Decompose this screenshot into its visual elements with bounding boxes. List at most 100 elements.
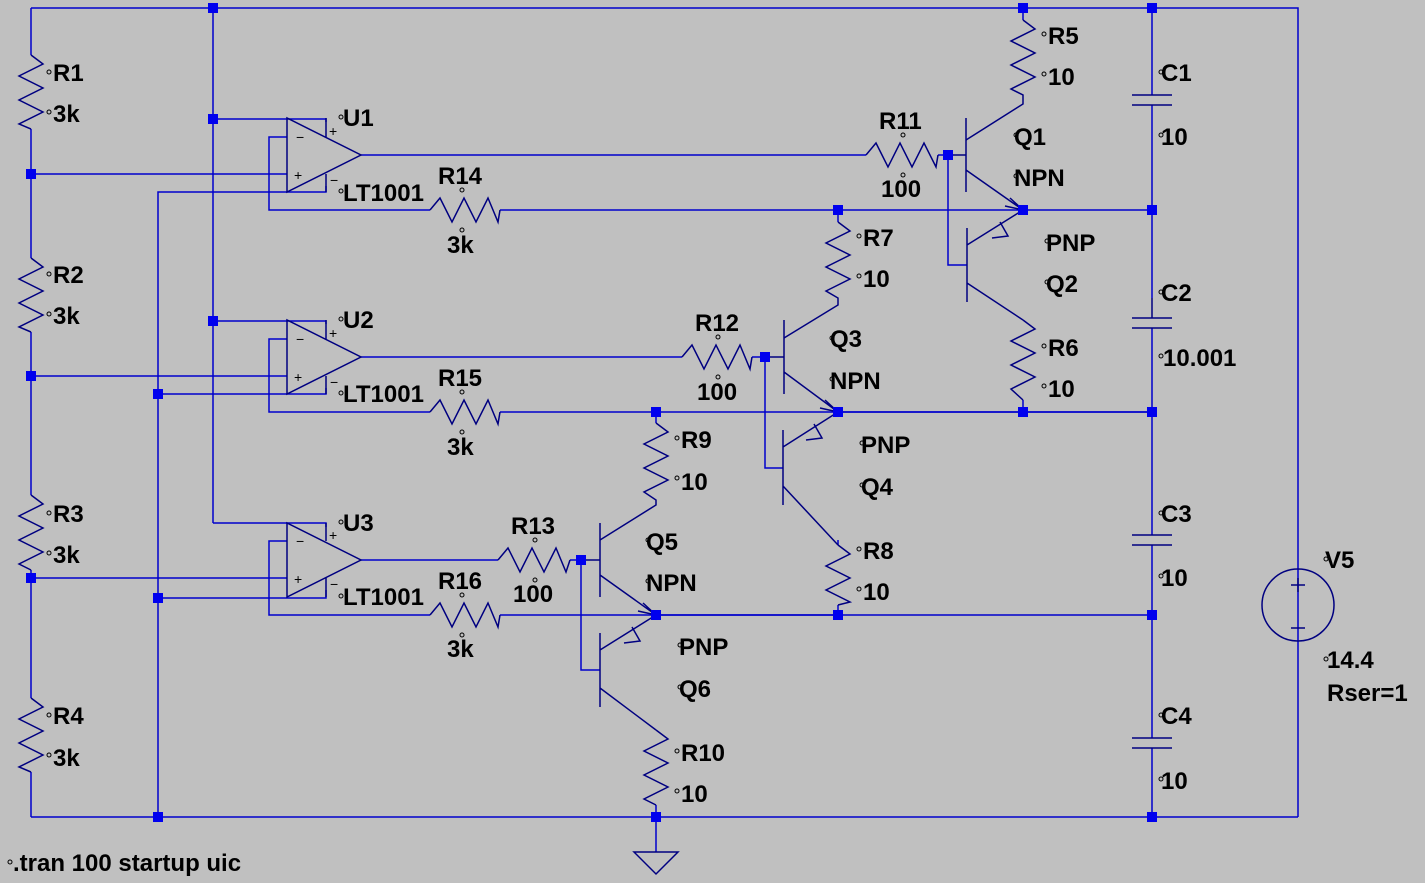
r15-name: R15	[438, 365, 482, 392]
transistor-q1	[948, 118, 1026, 212]
r13-value: 100	[513, 581, 553, 608]
q4-name: Q4	[861, 474, 894, 501]
r13-name: R13	[511, 513, 555, 540]
r1-value: 3k	[53, 101, 80, 128]
opamps: − + + − − + + − − + + −	[286, 116, 363, 599]
q6-type: PNP	[679, 634, 728, 661]
r12-value: 100	[697, 379, 737, 406]
r8-name: R8	[863, 538, 894, 565]
capacitor-c1-body	[1132, 94, 1172, 106]
q3-type: NPN	[830, 368, 881, 395]
r16-name: R16	[438, 568, 482, 595]
resistor-r11-body	[865, 141, 939, 170]
opamp-u1-minus: −	[296, 129, 304, 145]
q5-name: Q5	[646, 529, 678, 556]
resistor-r8-body	[824, 544, 853, 606]
v5-value: 14.4	[1327, 647, 1374, 674]
r11-value: 100	[881, 176, 921, 203]
r4-name: R4	[53, 703, 84, 730]
r11-name: R11	[879, 108, 922, 135]
opamp-u3-vplus: +	[329, 527, 337, 543]
r5-name: R5	[1048, 23, 1079, 50]
resistors	[17, 19, 1037, 806]
r16-value: 3k	[447, 636, 474, 663]
ground-icon	[632, 851, 680, 876]
r9-value: 10	[681, 469, 708, 496]
q2-name: Q2	[1046, 271, 1078, 298]
r2-name: R2	[53, 262, 84, 289]
r12-name: R12	[695, 310, 739, 337]
c4-name: C4	[1161, 703, 1192, 730]
r7-name: R7	[863, 225, 894, 252]
resistor-r5-body	[965, 19, 1037, 141]
opamp-u3-plus: +	[294, 571, 302, 587]
q1-name: Q1	[1014, 124, 1046, 151]
transistor-q5	[581, 523, 659, 617]
resistor-r3-body	[17, 494, 45, 571]
r14-name: R14	[438, 163, 483, 190]
v5-name: V5	[1325, 547, 1354, 574]
u3-model: LT1001	[343, 584, 424, 611]
u1-name: U1	[343, 105, 374, 132]
labels: R1 3k R2 3k R3 3k R4 3k R5 10 R6 10 R7 1…	[13, 23, 1408, 877]
q4-type: PNP	[861, 432, 910, 459]
q6-name: Q6	[679, 676, 711, 703]
resistor-r14-body	[429, 196, 501, 225]
capacitor-c2-body	[1132, 298, 1172, 329]
sim-directive: .tran 100 startup uic	[13, 850, 241, 877]
r8-value: 10	[863, 579, 890, 606]
r6-value: 10	[1048, 376, 1075, 403]
c1-value: 10	[1161, 124, 1188, 151]
c2-value: 10.001	[1163, 345, 1236, 372]
u2-model: LT1001	[343, 381, 424, 408]
opamp-u2-minus: −	[296, 331, 304, 347]
r14-value: 3k	[447, 232, 474, 259]
opamp-u3-minus: −	[296, 533, 304, 549]
junctions	[26, 3, 1157, 822]
resistor-r2-body	[17, 257, 45, 333]
r5-value: 10	[1048, 64, 1075, 91]
v5-param: Rser=1	[1327, 680, 1408, 707]
resistor-r15-body	[429, 398, 501, 427]
q2-type: PNP	[1046, 230, 1095, 257]
transistor-q3	[765, 320, 841, 414]
opamp-u3-vminus: −	[330, 576, 338, 592]
r9-name: R9	[681, 427, 712, 454]
opamp-u2-vplus: +	[329, 325, 337, 341]
opamp-u1-vminus: −	[330, 172, 338, 188]
resistor-r4-body	[17, 697, 45, 773]
capacitor-c3-body	[1132, 534, 1172, 546]
resistor-r1-body	[17, 54, 45, 130]
opamp-u2: − + + −	[286, 318, 363, 396]
c4-value: 10	[1161, 768, 1188, 795]
transistor-q6	[599, 614, 657, 731]
r15-value: 3k	[447, 434, 474, 461]
r6-name: R6	[1048, 335, 1079, 362]
resistor-r6-body	[1009, 319, 1037, 401]
r2-value: 3k	[53, 303, 80, 330]
resistor-r16-body	[429, 601, 501, 630]
c2-name: C2	[1161, 280, 1192, 307]
resistor-r9-body	[599, 422, 670, 541]
c3-value: 10	[1161, 565, 1188, 592]
resistor-r12-body	[681, 343, 753, 372]
u2-name: U2	[343, 307, 374, 334]
c1-name: C1	[1161, 60, 1192, 87]
capacitors	[1132, 94, 1172, 749]
capacitor-c4-body	[1132, 737, 1172, 749]
transistor-q4	[782, 411, 839, 546]
transistors	[581, 118, 1026, 731]
pin-markers	[7, 31, 1329, 865]
resistor-r10-body	[642, 729, 670, 806]
resistor-r7-body	[783, 221, 852, 339]
r3-value: 3k	[53, 542, 80, 569]
opamp-u2-plus: +	[294, 369, 302, 385]
q3-name: Q3	[830, 326, 862, 353]
r10-name: R10	[681, 740, 725, 767]
transistor-q2	[966, 209, 1024, 321]
q1-type: NPN	[1014, 165, 1065, 192]
c3-name: C3	[1161, 501, 1192, 528]
r3-name: R3	[53, 501, 84, 528]
opamp-u3: − + + −	[286, 521, 363, 599]
